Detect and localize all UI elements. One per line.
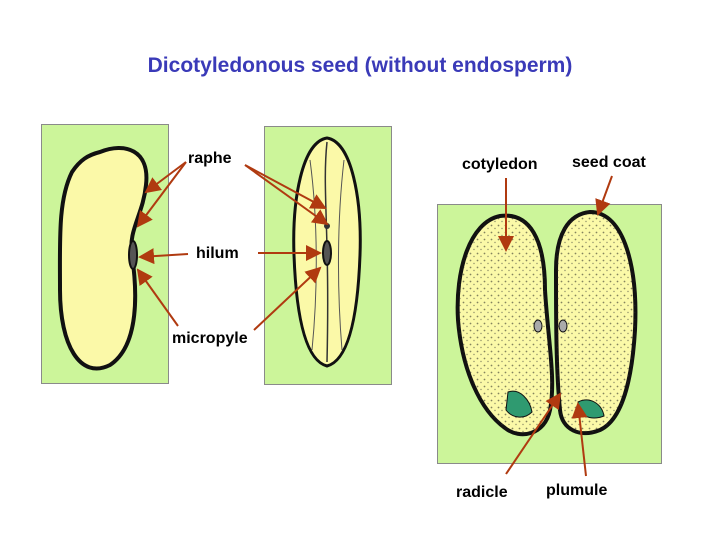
micropyle-label: micropyle	[172, 330, 248, 347]
hilum-knob-right	[558, 319, 568, 333]
radicle-embryo	[505, 390, 533, 418]
micropyle-arrow	[136, 268, 179, 327]
radicle-arrow	[505, 392, 562, 475]
hilum-knob-left	[533, 319, 543, 333]
plumule-label: plumule	[546, 482, 608, 499]
raphe-arrow	[136, 161, 187, 228]
seed-coat-arrow	[595, 175, 613, 216]
seed-coat-label: seed coat	[572, 154, 646, 171]
micropyle-arrow	[253, 266, 322, 331]
raphe-arrow	[244, 164, 329, 226]
raphe-arrow	[244, 164, 327, 209]
cotyledon-label: cotyledon	[462, 156, 538, 173]
raphe-label: raphe	[188, 150, 232, 167]
hilum-arrow	[138, 248, 189, 265]
radicle-label: radicle	[456, 484, 508, 501]
plumule-arrow	[571, 402, 588, 477]
edge-view-hilum	[322, 240, 332, 266]
diagram-title: Dicotyledonous seed (without endosperm)	[147, 54, 573, 77]
side-view-hilum	[128, 240, 138, 270]
edge-view-inner-line	[337, 159, 345, 351]
hilum-label: hilum	[196, 245, 239, 262]
raphe-arrow	[144, 161, 187, 194]
